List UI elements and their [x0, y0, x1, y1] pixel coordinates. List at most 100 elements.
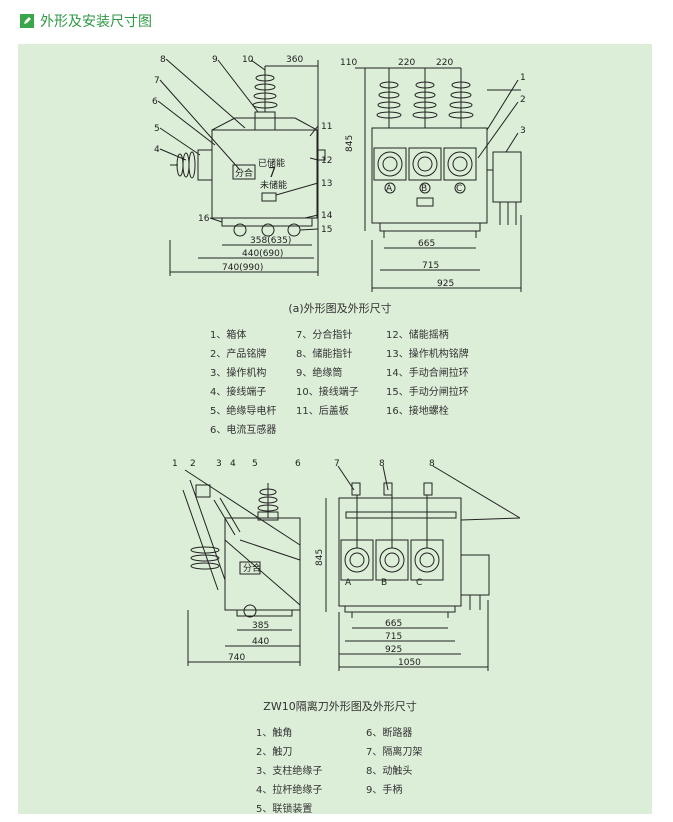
panel-pointer: 7 — [268, 166, 276, 181]
dim-b-440: 440 — [252, 637, 269, 647]
dim-440: 440(690) — [242, 249, 283, 259]
b-phase-b: B — [381, 578, 387, 588]
callout-14: 14 — [321, 211, 333, 221]
fig-b-front-view — [325, 465, 521, 671]
legend-item: 8、动触头 — [366, 766, 413, 777]
legend-item: 8、储能指针 — [296, 349, 353, 360]
dim-220-a: 220 — [398, 58, 415, 68]
fig-a-side-view — [157, 58, 326, 276]
legend-item: 10、接线端子 — [296, 387, 359, 398]
b-callout-7: 7 — [334, 459, 340, 469]
callout-6: 6 — [152, 97, 158, 107]
legend-item: 1、触角 — [256, 728, 293, 739]
panel-charged: 已储能 — [258, 157, 285, 169]
dim-b-845: 845 — [315, 549, 325, 566]
callout-4: 4 — [154, 145, 160, 155]
dim-110: 110 — [340, 58, 357, 68]
dim-385: 385 — [252, 621, 269, 631]
dim-665: 665 — [418, 239, 435, 249]
callout-7: 7 — [154, 76, 160, 86]
fig-b-legend-col1: 1、触角 2、触刀 3、支柱绝缘子 4、拉杆绝缘子 5、联锁装置 — [256, 724, 322, 819]
legend-item: 6、电流互感器 — [210, 425, 277, 436]
callout-a1: 1 — [520, 73, 526, 83]
callout-9: 9 — [212, 55, 218, 65]
fig-b-side-view — [182, 469, 301, 666]
legend-item: 14、手动合闸拉环 — [386, 368, 469, 379]
panel-uncharged: 未储能 — [260, 179, 287, 191]
callout-a3: 3 — [520, 126, 526, 136]
diagram-panel — [18, 44, 652, 814]
legend-item: 2、触刀 — [256, 747, 293, 758]
pencil-icon — [20, 14, 34, 28]
b-panel-label: 分合 — [243, 562, 261, 574]
b-callout-8b: 8 — [429, 459, 435, 469]
b-callout-1: 1 — [172, 459, 178, 469]
b-callout-6: 6 — [295, 459, 301, 469]
legend-item: 12、储能摇柄 — [386, 330, 449, 341]
section-header: 外形及安装尺寸图 — [20, 10, 152, 32]
dim-740: 740(990) — [222, 263, 263, 273]
b-callout-8a: 8 — [379, 459, 385, 469]
legend-item: 3、操作机构 — [210, 368, 267, 379]
legend-item: 9、手柄 — [366, 785, 403, 796]
legend-item: 15、手动分闸拉环 — [386, 387, 469, 398]
legend-item: 7、分合指针 — [296, 330, 353, 341]
dim-b-715: 715 — [385, 632, 402, 642]
callout-13: 13 — [321, 179, 332, 189]
callout-11: 11 — [321, 122, 332, 132]
fig-a-front-labels: 110 220 220 845 A B C 1 2 3 665 715 925 — [340, 58, 526, 289]
dim-715: 715 — [422, 261, 439, 271]
legend-item: 4、接线端子 — [210, 387, 267, 398]
phase-c: C — [456, 184, 462, 194]
legend-item: 2、产品铭牌 — [210, 349, 267, 360]
legend-item: 16、接地螺栓 — [386, 406, 449, 417]
dim-358: 358(635) — [250, 236, 291, 246]
callout-a2: 2 — [520, 95, 526, 105]
section-title: 外形及安装尺寸图 — [40, 14, 152, 30]
b-callout-3: 3 — [216, 459, 222, 469]
dim-845: 845 — [345, 135, 355, 152]
b-phase-c: C — [416, 578, 422, 588]
dim-b-665: 665 — [385, 619, 402, 629]
fig-a-front-view — [355, 67, 522, 292]
callout-10: 10 — [242, 55, 254, 65]
b-callout-4: 4 — [230, 459, 236, 469]
b-phase-a: A — [345, 578, 352, 588]
fig-a-legend-col2: 7、分合指针 8、储能指针 9、绝缘筒 10、接线端子 11、后盖板 — [296, 326, 359, 421]
b-callout-5: 5 — [252, 459, 258, 469]
panel-label: 分合 — [235, 167, 253, 179]
legend-item: 3、支柱绝缘子 — [256, 766, 323, 777]
legend-item: 13、操作机构铭牌 — [386, 349, 469, 360]
dim-220-b: 220 — [436, 58, 453, 68]
fig-b-side-labels: 1 2 3 4 5 6 分合 385 440 740 — [172, 459, 301, 663]
callout-5: 5 — [154, 124, 160, 134]
dim-b-1050: 1050 — [398, 658, 421, 668]
fig-b-front-labels: 7 8 8 845 A B C 665 715 925 1050 — [315, 459, 435, 668]
dim-b-925: 925 — [385, 645, 402, 655]
fig-a-legend-col3: 12、储能摇柄 13、操作机构铭牌 14、手动合闸拉环 15、手动分闸拉环 16… — [386, 326, 469, 421]
fig-a-legend-col1: 1、箱体 2、产品铭牌 3、操作机构 4、接线端子 5、绝缘导电杆 6、电流互感… — [210, 326, 276, 440]
dim-top-360: 360 — [286, 55, 303, 65]
legend-item: 11、后盖板 — [296, 406, 349, 417]
phase-b: B — [421, 184, 427, 194]
callout-12: 12 — [321, 156, 332, 166]
legend-item: 7、隔离刀架 — [366, 747, 423, 758]
legend-item: 4、拉杆绝缘子 — [256, 785, 323, 796]
callout-15: 15 — [321, 225, 332, 235]
fig-a-side-labels: 8 7 6 5 4 9 10 360 11 12 13 14 15 16 分合 … — [152, 55, 333, 273]
legend-item: 9、绝缘筒 — [296, 368, 343, 379]
fig-a-caption: (a)外形图及外形尺寸 — [288, 302, 392, 315]
fig-b-caption: ZW10隔离刀外形图及外形尺寸 — [263, 700, 417, 713]
callout-8: 8 — [160, 55, 166, 65]
dim-925: 925 — [437, 279, 454, 289]
legend-item: 5、联锁装置 — [256, 804, 313, 815]
legend-item: 5、绝缘导电杆 — [210, 406, 277, 417]
callout-16: 16 — [198, 214, 210, 224]
phase-a: A — [386, 184, 393, 194]
b-callout-2: 2 — [190, 459, 196, 469]
dim-b-740: 740 — [228, 653, 245, 663]
fig-b-legend-col2: 6、断路器 7、隔离刀架 8、动触头 9、手柄 — [366, 724, 422, 800]
legend-item: 1、箱体 — [210, 330, 247, 341]
legend-item: 6、断路器 — [366, 728, 413, 739]
